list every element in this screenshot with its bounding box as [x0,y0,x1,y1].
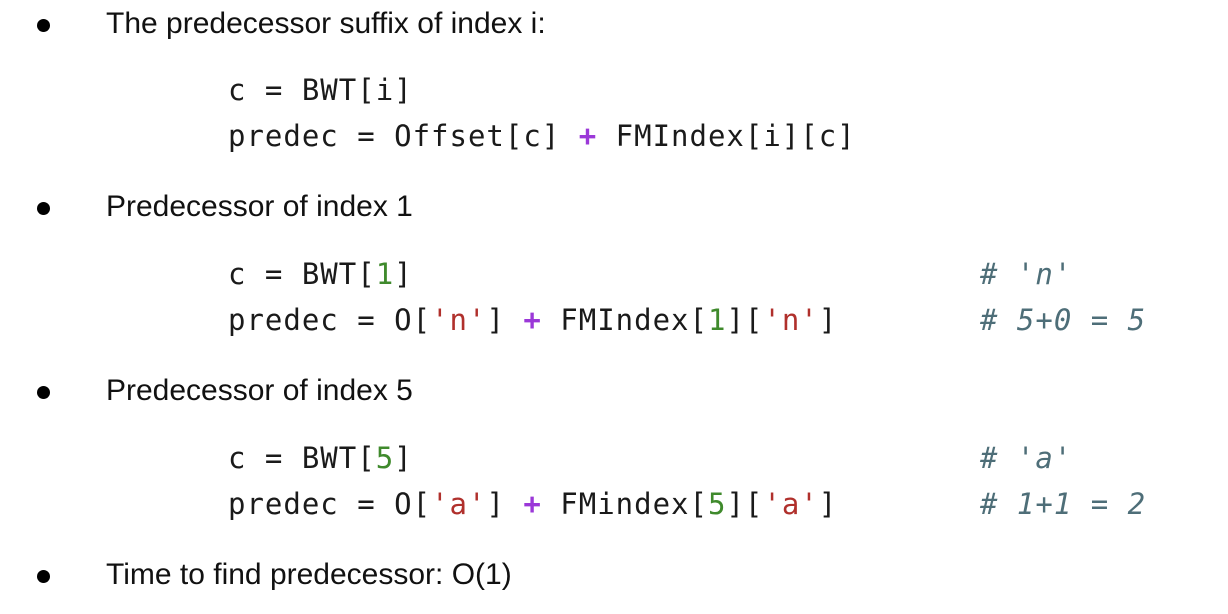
code-token: ] [394,257,413,291]
code-string: 'n' [763,303,819,337]
code-token: ] [818,487,838,521]
code-number: 1 [707,303,727,337]
bullet-dot [37,202,50,215]
code-token: FMindex[ [541,487,708,521]
code-token: c = BWT[ [228,441,376,475]
code-token: ][ [726,487,764,521]
code-token: ] [394,73,413,107]
code-line: c = BWT[i] [228,70,413,110]
code-line: c = BWT[5] [228,438,413,478]
code-operator: + [523,303,542,337]
code-token: c = BWT[ [228,257,376,291]
code-token: ][ [726,303,764,337]
code-string: 'a' [763,487,819,521]
code-line: predec = O['a'] + FMindex[5]['a'] [228,484,837,524]
code-token: ] [394,441,413,475]
code-comment: # 'n' [980,257,1073,291]
code-line: c = BWT[1] [228,254,413,294]
code-line: predec = O['n'] + FMIndex[1]['n'] [228,300,837,340]
code-token: ] [818,303,838,337]
bullet-text: Predecessor of index 1 [106,190,413,223]
code-token: predec = O[ [228,487,432,521]
code-operator: + [523,487,542,521]
code-number: 5 [707,487,727,521]
code-token: i [375,73,395,107]
code-comment: # 1+1 = 2 [980,487,1147,521]
code-token: ] [486,487,524,521]
bullet-dot [37,570,50,583]
code-line: predec = Offset[c] + FMIndex[i][c] [228,116,856,156]
code-operator: + [578,119,598,153]
bullet-text: Time to find predecessor: O(1) [106,558,512,591]
code-comment: # 'a' [980,441,1073,475]
code-token: FMIndex[ [541,303,708,337]
code-token: predec = Offset[c] [228,119,579,153]
code-string: 'a' [431,487,487,521]
bullet-dot [37,386,50,399]
code-token: FMIndex[i][c] [597,119,856,153]
code-comment: # 5+0 = 5 [980,303,1147,337]
code-number: 1 [375,257,395,291]
code-token: predec = O[ [228,303,432,337]
bullet-dot [37,19,50,32]
code-token: c = BWT[ [228,73,376,107]
code-string: 'n' [431,303,487,337]
code-number: 5 [375,441,395,475]
bullet-text: Predecessor of index 5 [106,374,413,407]
bullet-text: The predecessor suffix of index i: [106,7,546,40]
code-token: ] [486,303,524,337]
